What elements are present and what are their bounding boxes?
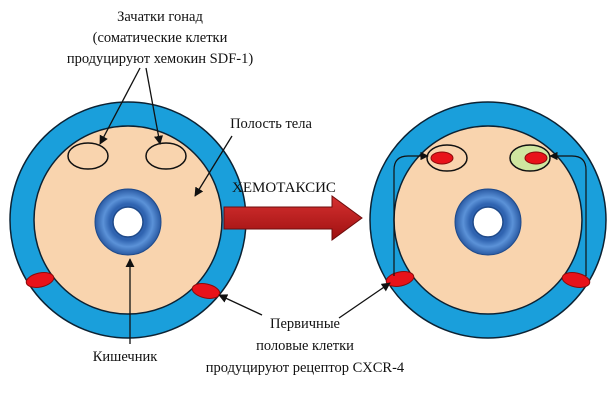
leader-germ-cells-right [339, 283, 390, 318]
leader-germ-cells-left [219, 295, 262, 315]
label-germ-cells-1: Первичные [270, 316, 340, 332]
label-germ-cells-2: половые клетки [256, 338, 354, 354]
left-embryo [10, 102, 246, 338]
label-intestine: Кишечник [93, 349, 158, 365]
right-germ-cell-in-gonad-1 [431, 152, 453, 164]
label-germ-cells-3: продуцируют рецептор CXCR-4 [206, 360, 405, 376]
right-embryo [370, 102, 606, 338]
label-gonad-rudiments-1: Зачатки гонад [117, 9, 203, 25]
label-chemotaxis: ХЕМОТАКСИС [232, 180, 336, 196]
label-gonad-rudiments-3: продуцируют хемокин SDF-1) [67, 51, 254, 67]
left-intestine [95, 189, 161, 255]
right-intestine [455, 189, 521, 255]
right-germ-cell-in-gonad-2 [525, 152, 547, 164]
label-gonad-rudiments-2: (соматические клетки [93, 30, 228, 46]
label-body-cavity: Полость тела [230, 116, 312, 132]
